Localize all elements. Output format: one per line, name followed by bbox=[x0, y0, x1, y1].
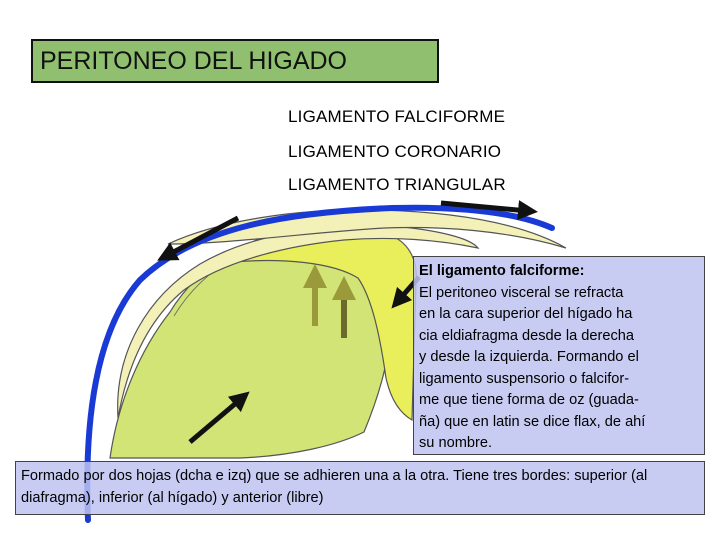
label-ligamento-triangular: LIGAMENTO TRIANGULAR bbox=[288, 175, 506, 194]
label-ligamento-coronario: LIGAMENTO CORONARIO bbox=[288, 142, 502, 161]
falciform-description-box: El ligamento falciforme: El peritoneo vi… bbox=[413, 256, 705, 455]
footer-description-box: Formado por dos hojas (dcha e izq) que s… bbox=[15, 461, 705, 515]
arrow-diaphragm-top bbox=[440, 200, 538, 221]
footer-text: Formado por dos hojas (dcha e izq) que s… bbox=[21, 468, 648, 506]
falciform-ligament-sheet bbox=[117, 224, 480, 419]
arrow-diaphragm-left bbox=[157, 215, 240, 261]
arrow-liver-lower bbox=[188, 391, 250, 444]
description-heading: El ligamento falciforme: bbox=[419, 263, 585, 279]
label-ligamento-falciforme: LIGAMENTO FALCIFORME bbox=[288, 107, 506, 126]
page-title: PERITONEO DEL HIGADO bbox=[31, 39, 439, 83]
diaphragm-line bbox=[84, 204, 555, 523]
description-body: El peritoneo visceral se refracta en la … bbox=[419, 284, 646, 452]
